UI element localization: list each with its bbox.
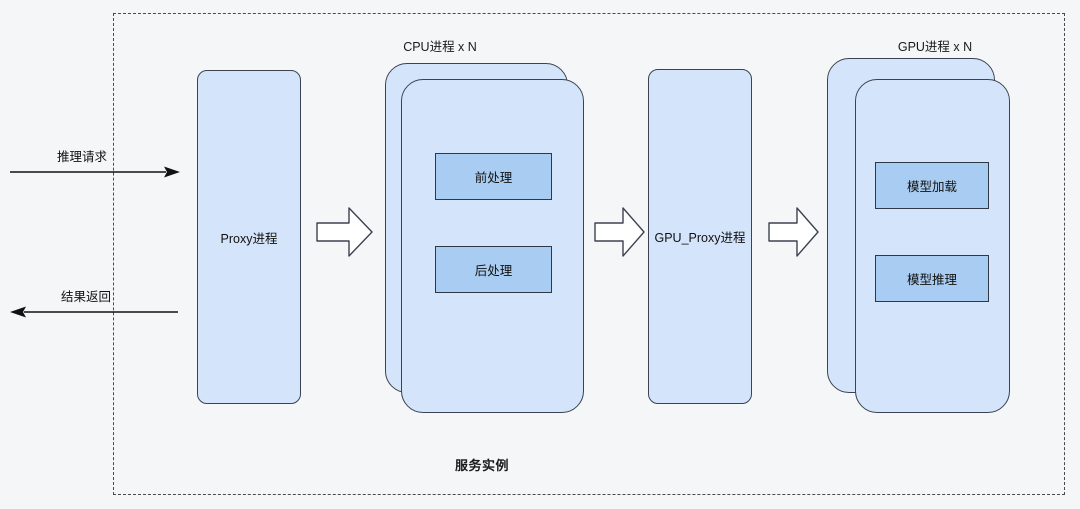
proxy-process-box[interactable]: Proxy进程 — [197, 70, 301, 404]
preprocess-label: 前处理 — [474, 171, 513, 185]
gpu-proxy-process-box[interactable]: GPU_Proxy进程 — [648, 69, 752, 404]
model-load-label: 模型加载 — [906, 180, 957, 194]
result-return-arrow — [10, 306, 178, 318]
inference-request-arrow — [10, 166, 180, 178]
service-instance-label: 服务实例 — [455, 458, 510, 473]
gpu-proxy-to-gpu-arrow — [768, 207, 819, 257]
gpu-group-title: GPU进程 x N — [897, 40, 973, 54]
gpu-proxy-process-label: GPU_Proxy进程 — [654, 231, 746, 245]
postprocess-box[interactable]: 后处理 — [435, 246, 552, 293]
service-instance-boundary — [113, 13, 1065, 495]
preprocess-box[interactable]: 前处理 — [435, 153, 552, 200]
model-inference-label: 模型推理 — [906, 273, 957, 287]
model-inference-box[interactable]: 模型推理 — [875, 255, 989, 302]
model-load-box[interactable]: 模型加载 — [875, 162, 989, 209]
postprocess-label: 后处理 — [474, 264, 513, 278]
proxy-process-label: Proxy进程 — [220, 231, 278, 246]
result-return-label: 结果返回 — [61, 290, 112, 304]
cpu-to-gpu-proxy-arrow — [594, 207, 645, 257]
cpu-group-title: CPU进程 x N — [403, 40, 477, 54]
inference-request-label: 推理请求 — [57, 150, 108, 164]
proxy-to-cpu-arrow — [316, 207, 373, 257]
gpu-process-card-front[interactable] — [855, 79, 1010, 413]
